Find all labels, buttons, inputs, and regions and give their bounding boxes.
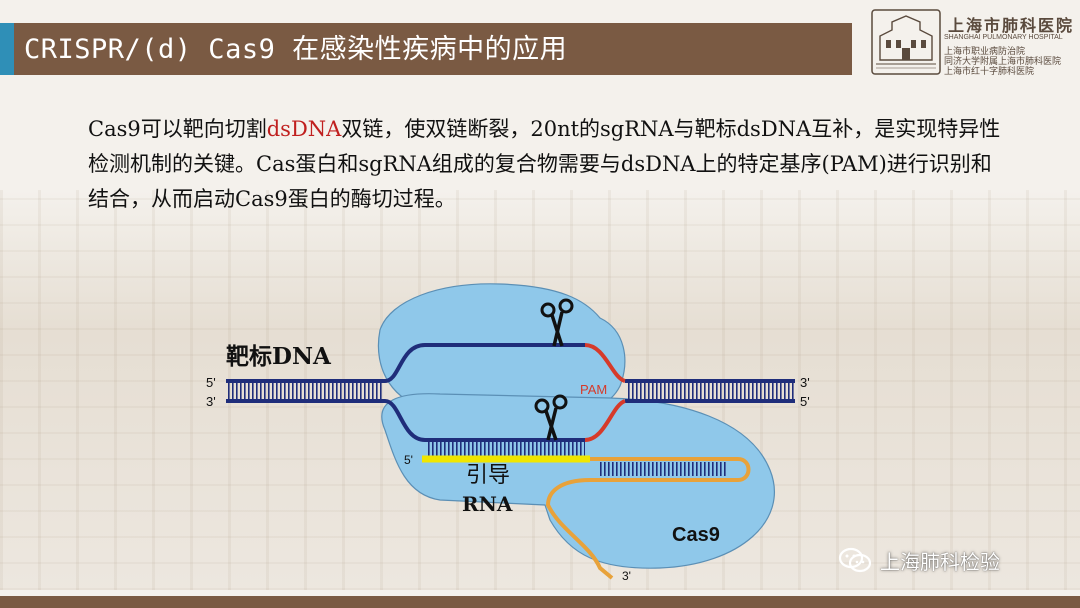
pam-label: PAM [580,382,607,397]
guide-3-end-label: 3' [622,569,631,583]
logo-building-icon [879,15,933,61]
scissors-icon [540,298,574,347]
right-top-end-label: 3' [800,375,810,390]
paragraph-text-a: Cas9可以靶向切割 [88,117,267,141]
bottom-bar [0,596,1080,608]
logo-emblem-frame [871,9,941,75]
logo-line-1: 上海市职业病防治院 [944,47,1026,57]
logo-line-3: 上海市红十字肺科医院 [944,67,1035,77]
body-paragraph: Cas9可以靶向切割dsDNA双链，使双链断裂，20nt的sgRNA与靶标dsD… [88,112,1008,217]
left-top-end-label: 5' [206,375,216,390]
rna-tail [545,478,614,580]
title-bar [0,23,852,75]
hospital-logo [871,9,941,75]
logo-name-cn: 上海市肺科医院 [948,16,1075,35]
cas9-protein-label: Cas9 [672,524,720,546]
wechat-icon [838,547,872,573]
paragraph-highlight: dsDNA [266,117,342,141]
logo-line-2: 同济大学附属上海市肺科医院 [944,57,1062,67]
right-bottom-end-label: 5' [800,394,810,409]
pam-lower-strand [584,399,626,442]
logo-name-en: SHANGHAI PULMONARY HOSPITAL [944,34,1063,41]
guide-rna-label-line2: RNA [462,492,513,516]
wechat-watermark: 上海肺科检验 [838,545,1000,575]
guide-5-end-label: 5' [404,453,413,467]
paragraph-text-b: 双链，使双链断裂，20nt的sgRNA与靶标dsDNA互补，是实现特异性检测机制… [88,117,1001,211]
title-accent [0,23,14,75]
left-bottom-end-label: 3' [206,394,216,409]
scissors-icon [534,394,568,441]
watermark-text: 上海肺科检验 [880,549,1000,574]
target-dna-label: 靶标DNA [226,343,332,370]
pam-upper-strand [584,343,626,383]
slide-title: CRISPR/(d) Cas9 在感染性疾病中的应用 [24,34,568,65]
guide-rna-label-line1: 引导 [466,463,510,488]
